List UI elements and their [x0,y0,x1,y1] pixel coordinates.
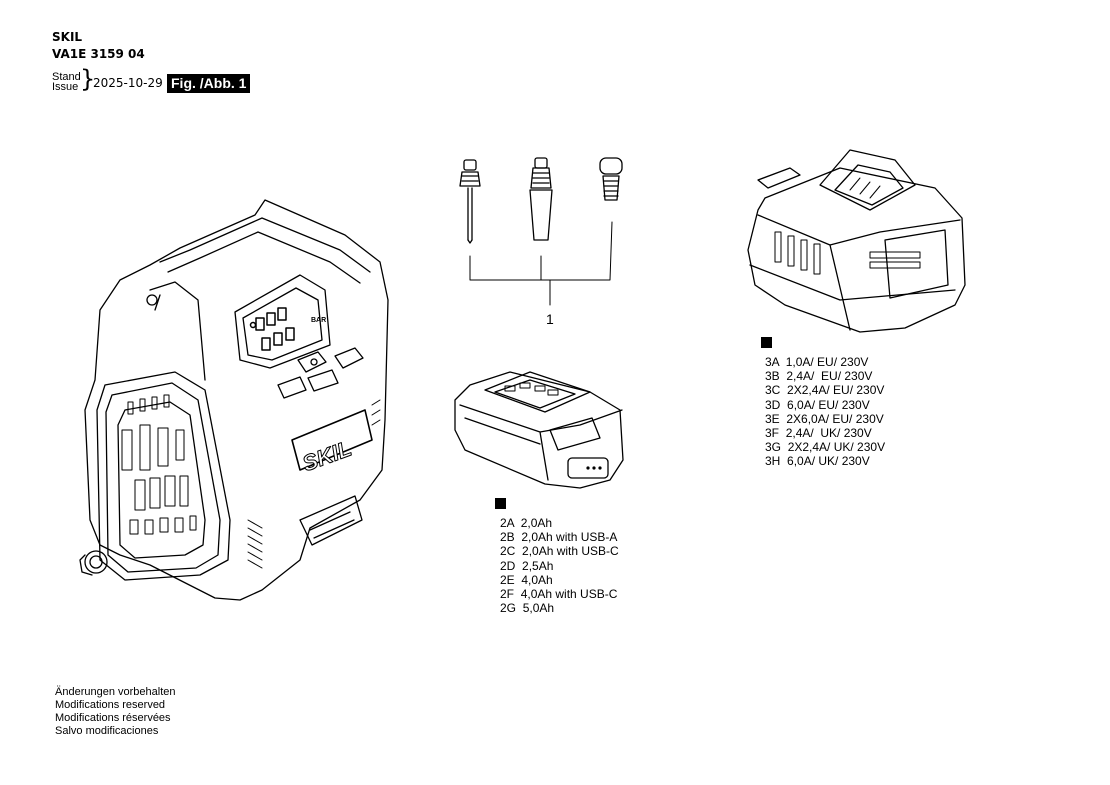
list-item: 2B 2,0Ah with USB-A [500,530,618,545]
stand-issue-label: Stand Issue [52,71,81,93]
list-item: 2F 4,0Ah with USB-C [500,587,618,602]
list-item: 3B 2,4A/ EU/ 230V [765,369,873,384]
list-item: 3E 2X6,0A/ EU/ 230V [765,411,884,426]
issue-date: 2025-10-29 [93,76,163,90]
notice-line: Änderungen vorbehalten [55,686,176,698]
list-item: 3H 6,0A/ UK/ 230V [765,454,870,469]
accessories-drawing [459,157,623,306]
accessories-callout-number: 1 [546,311,554,327]
battery-variant-list: 2A 2,0Ah 2B 2,0Ah with USB-A 2C 2,0Ah wi… [500,516,619,615]
battery-drawing [454,371,624,489]
list-item: 3A 1,0A/ EU/ 230V [765,355,869,369]
brace-glyph: } [80,65,96,93]
stand-label: Stand [52,71,81,83]
charger-variant-list: 3A 1,0A/ EU/ 230V 3B 2,4A/ EU/ 230V 3C 2… [765,355,885,469]
list-item: 3F 2,4A/ UK/ 230V [765,426,872,441]
display-unit-label: BAR [311,317,326,324]
notice-line: Modifications reserved [55,699,166,711]
notice-line: Modifications réservées [55,712,171,724]
charger-drawing [747,149,966,333]
list-item: 3C 2X2,4A/ EU/ 230V [765,383,885,398]
figure-label: Fig. /Abb. 1 [167,74,251,93]
issue-label: Issue [52,81,79,93]
battery-marker-square [495,498,506,509]
list-item: 3D 6,0A/ EU/ 230V [765,397,870,412]
list-item: 2G 5,0Ah [500,601,555,616]
list-item: 3G 2X2,4A/ UK/ 230V [765,440,886,455]
compressor-drawing: BAR SKIL [79,199,389,601]
notice-line: Salvo modificaciones [55,725,159,737]
list-item: 2D 2,5Ah [500,558,554,573]
list-item: 2C 2,0Ah with USB-C [500,544,619,559]
document-number: VA1E 3159 04 [52,47,145,61]
modifications-notice: Änderungen vorbehalten Modifications res… [55,686,175,738]
list-item: 2A 2,0Ah [500,516,553,530]
charger-marker-square [761,337,772,348]
list-item: 2E 4,0Ah [500,572,553,587]
device-logo: SKIL [299,436,355,477]
brand-label: SKIL [52,30,83,44]
